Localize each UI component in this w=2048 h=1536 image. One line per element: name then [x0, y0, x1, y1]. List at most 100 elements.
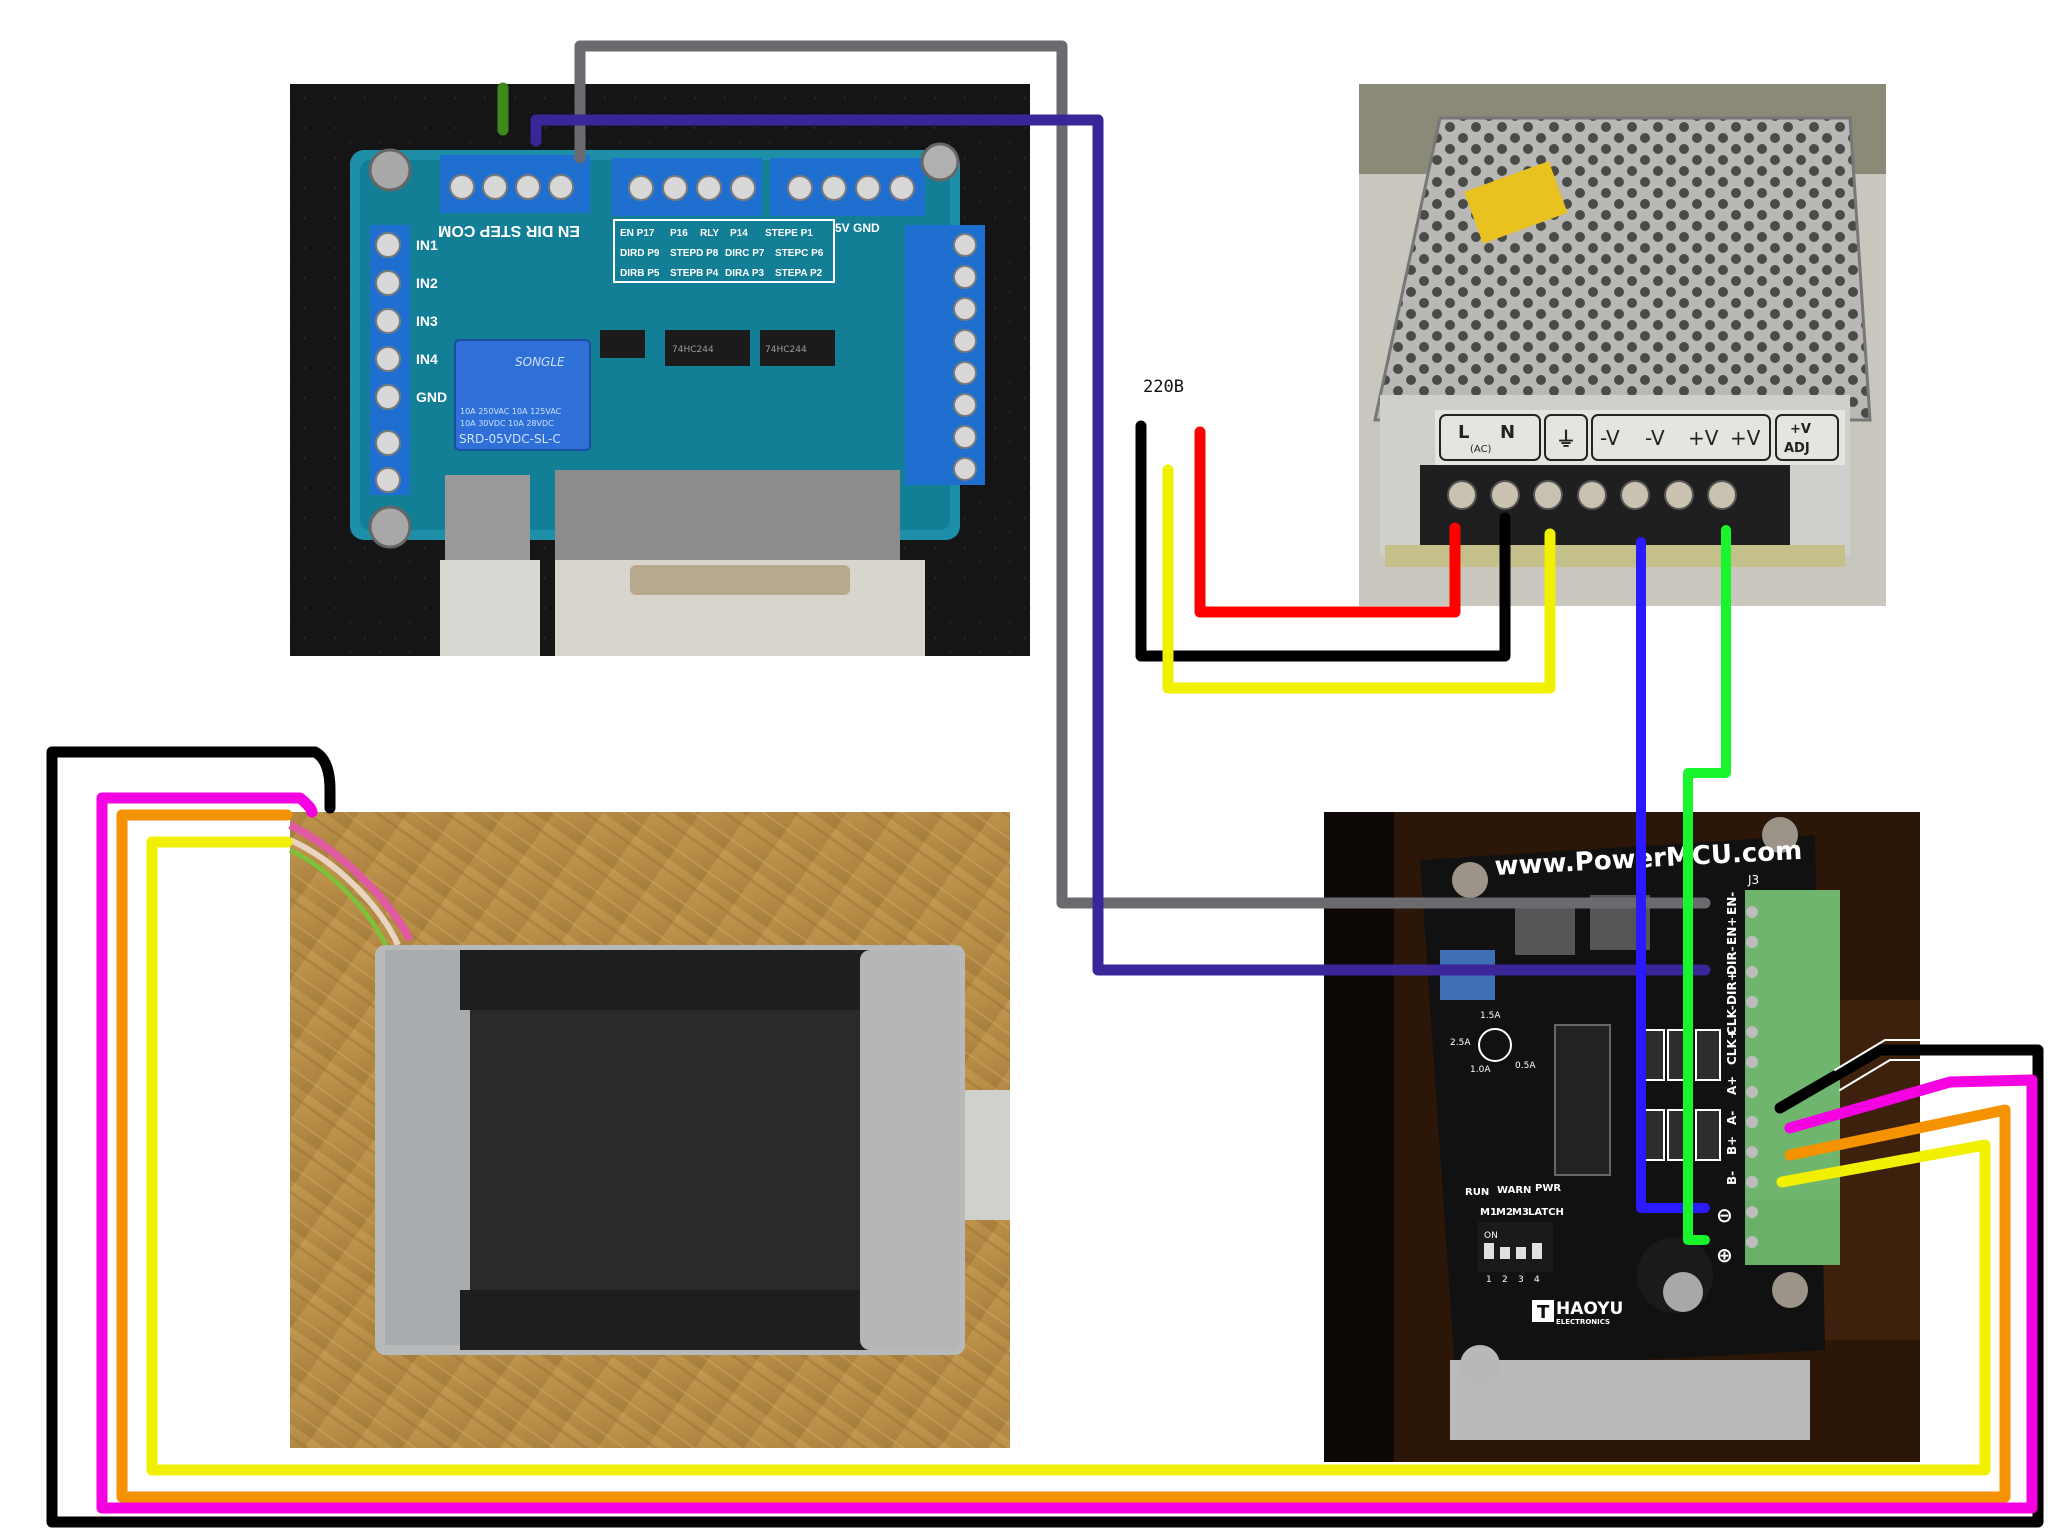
current-label: 0.5A — [1515, 1061, 1536, 1071]
brand-sub: ELECTRONICS — [1556, 1318, 1610, 1326]
wire-motor-yellow — [146, 836, 1991, 1476]
wire-red-mains-live — [1194, 426, 1461, 618]
driver-terminal-labels: EN- EN+ DIR- DIR+ CLK- CLK+ A+ A- B+ B- … — [1716, 892, 1739, 1267]
switch-label: LATCH — [1528, 1207, 1564, 1218]
brand-logo-mark: T — [1537, 1302, 1550, 1323]
current-label: 1.0A — [1470, 1065, 1491, 1075]
pin-row: RLY — [700, 228, 719, 239]
switch-numbers: 1 2 3 4 — [1486, 1275, 1540, 1285]
pin-row: P16 — [670, 228, 688, 239]
pin-row: STEPE P1 — [765, 228, 813, 239]
ic-label: 74HC244 — [672, 345, 714, 355]
pin-row: P14 — [730, 228, 748, 239]
switch-number: 1 — [1486, 1275, 1492, 1285]
wire-green-positive — [1683, 525, 1731, 1245]
side-labels: IN1 IN2 IN3 IN4 GND — [416, 237, 447, 405]
terminal-label: B- — [1725, 1171, 1739, 1185]
terminal-label: DIR- — [1725, 946, 1739, 975]
side-label: GND — [416, 389, 447, 405]
pin-row: STEPB P4 — [670, 268, 719, 279]
psu-label: -V — [1645, 426, 1665, 450]
wire-motor-magenta — [96, 792, 2038, 1514]
switch-number: 4 — [1534, 1275, 1540, 1285]
psu-label: L — [1458, 422, 1469, 443]
wire-highlight — [1834, 1039, 1921, 1071]
top-terminal-blocks — [440, 155, 925, 216]
wires — [46, 40, 2044, 1528]
terminal-label: EN+ — [1725, 917, 1739, 945]
psu-label: ⏚ — [1556, 427, 1576, 451]
capacitor — [1637, 1237, 1713, 1313]
terminal-label: CLK+ — [1725, 1029, 1739, 1065]
pin-row: STEPD P8 — [670, 248, 719, 259]
pin-row: DIRD P9 — [620, 248, 660, 259]
pin-row: DIRA P3 — [725, 268, 765, 279]
stepper-motor-photo — [288, 812, 1010, 1448]
relay: SONGLE 10A 250VAC 10A 125VAC 10A 30VDC 1… — [454, 339, 591, 451]
side-label: IN1 — [416, 237, 438, 253]
switch-number: 2 — [1502, 1275, 1508, 1285]
side-label: IN2 — [416, 275, 438, 291]
switch-label: M1 — [1480, 1207, 1497, 1218]
breakout-board-photo: SONGLE 10A 250VAC 10A 125VAC 10A 30VDC 1… — [290, 84, 1030, 656]
ic-chips: 74HC244 74HC244 — [600, 330, 835, 366]
psu-label: -V — [1600, 426, 1620, 450]
psu-terminal-label-boxes — [1439, 414, 1839, 461]
top-terminal-label: EN DIR STEP COM — [438, 222, 580, 239]
switch-label: M2 — [1496, 1207, 1513, 1218]
terminal-label: DIR+ — [1725, 971, 1739, 1005]
psu-label: (AC) — [1470, 444, 1492, 455]
power-minus-symbol: ⊖ — [1716, 1203, 1733, 1227]
switch-number: 3 — [1518, 1275, 1524, 1285]
terminal-label: CLK- — [1725, 1005, 1739, 1035]
voltage-label: 220B — [1143, 377, 1184, 397]
db25-connector — [555, 470, 925, 656]
psu-label: ADJ — [1784, 441, 1810, 456]
connector-id: J3 — [1747, 873, 1759, 887]
current-label: 1.5A — [1480, 1011, 1501, 1021]
pin-row: STEPA P2 — [775, 268, 823, 279]
pin-row: DIRB P5 — [620, 268, 660, 279]
side-label: IN3 — [416, 313, 438, 329]
relay-rating: 10A 30VDC 10A 28VDC — [460, 419, 554, 428]
psu-terminal-labels: L N (AC) ⏚ -V -V +V +V +V ADJ — [1458, 422, 1811, 456]
switch-label: M3 — [1512, 1207, 1529, 1218]
terminal-label: B+ — [1725, 1136, 1739, 1155]
relay-model: SRD-05VDC-SL-C — [459, 432, 561, 446]
terminal-label: EN- — [1725, 892, 1739, 915]
psu-label: N — [1500, 422, 1515, 443]
side-terminal-blocks — [370, 225, 410, 495]
wire-motor-orange — [116, 809, 2011, 1503]
led-label: PWR — [1535, 1183, 1561, 1194]
psu-label: +V — [1688, 426, 1719, 450]
pin-row: STEPC P6 — [775, 248, 824, 259]
wire-yellow-earth — [1162, 464, 1556, 694]
driver-board-photo: www.PowerMCU.com J3 1.5A 2.5A 1.0A 0.5A … — [1324, 812, 1920, 1462]
wire-black-mains-neutral — [1135, 420, 1511, 662]
relay-rating: 10A 250VAC 10A 125VAC — [460, 407, 562, 416]
wire-grey-enable — [574, 40, 1711, 909]
psu-label: +V — [1790, 422, 1811, 437]
dip-switches — [1484, 1243, 1542, 1259]
led-label: WARN — [1497, 1185, 1531, 1196]
pin-table: EN P17 P16 RLY P14 STEPE P1 DIRD P9 STEP… — [613, 219, 835, 283]
led-label: RUN — [1465, 1187, 1489, 1198]
pin-row: DIRC P7 — [725, 248, 765, 259]
wire-motor-black — [46, 746, 2044, 1528]
wire-highlight — [1839, 1059, 1926, 1091]
connector-label: 5V GND — [835, 221, 880, 235]
relay-brand: SONGLE — [515, 355, 565, 369]
pin-row: EN P17 — [620, 228, 655, 239]
terminal-label: A+ — [1725, 1076, 1739, 1095]
power-plus-symbol: ⊕ — [1716, 1243, 1733, 1267]
power-supply-photo: L N (AC) ⏚ -V -V +V +V +V ADJ — [1359, 84, 1886, 606]
psu-screws — [1447, 480, 1737, 510]
current-labels: 1.5A 2.5A 1.0A 0.5A — [1450, 1011, 1536, 1075]
switch-labels: M1 M2 M3 LATCH — [1480, 1207, 1564, 1218]
current-label: 2.5A — [1450, 1038, 1471, 1048]
terminal-label: A- — [1725, 1111, 1739, 1125]
wire-dark-blue-step — [530, 114, 1711, 976]
brand-name: HAOYU — [1556, 1299, 1623, 1319]
switch-on-label: ON — [1484, 1231, 1498, 1241]
